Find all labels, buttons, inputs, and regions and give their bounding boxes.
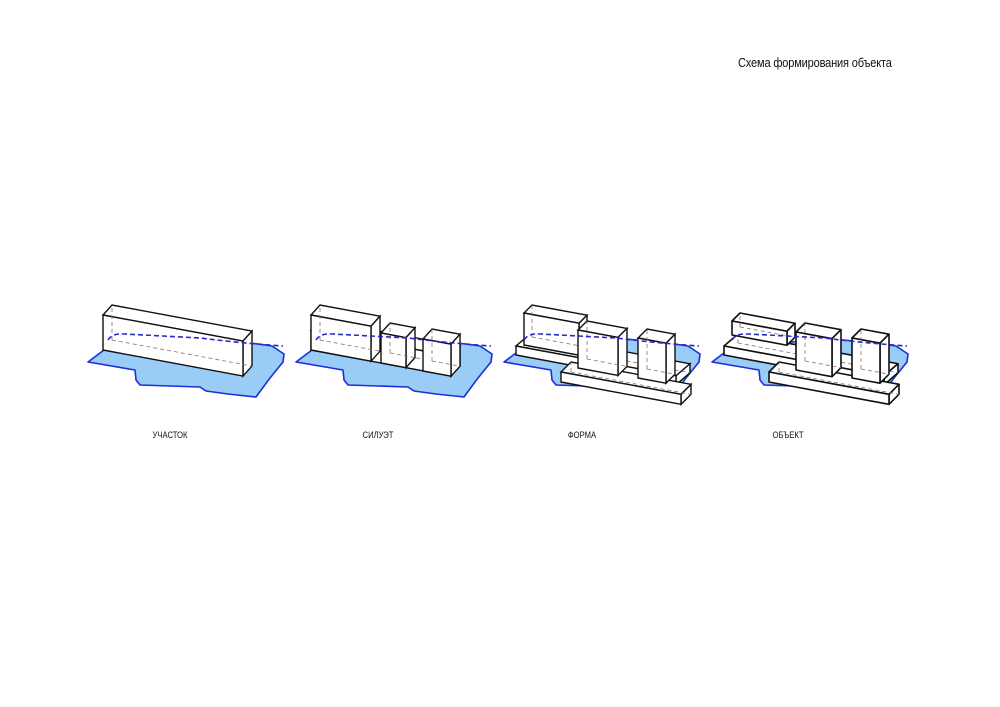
silhouette-dashed-line [523,333,700,347]
site-block-hidden-edge [111,339,253,367]
form-podium-front-front [560,371,682,406]
object-block-middle-hidden-edge [804,360,842,369]
object-block-left-hidden-edge [739,326,796,338]
stage-1-diagram [87,304,285,398]
form-block-middle-front [577,329,619,377]
form-block-left-hidden-edge [531,336,588,348]
site-block-front [102,314,244,377]
form-block-right-front [637,337,667,385]
diagram-title: Схема формирования объекта [738,55,892,70]
silhouette-dashed-line [315,333,492,347]
form-block-left-front [523,312,580,357]
object-block-middle-side [831,328,842,378]
object-podium-front-hidden-edge [778,371,900,395]
silhouette-tower-left-front [310,314,372,363]
silhouette-dashed-line [731,333,908,347]
object-podium-front-front [768,371,890,406]
object-block-right-side [879,333,890,385]
form-block-middle-side [617,326,628,378]
silhouette-tower-right-hidden-edge [431,360,461,367]
object-block-right-front [851,337,881,385]
silhouette-tower-right-front [422,338,452,378]
form-podium-front-hidden-edge [570,371,692,395]
form-block-right-hidden-edge [646,368,676,375]
silhouette-tower-left-hidden-edge [319,339,381,352]
stage-2-diagram [295,304,493,398]
stage-4-diagram [711,312,909,406]
stage-label-silhouette: СИЛУЭТ [362,430,394,440]
form-block-right-side [665,332,676,385]
stage-label-plot: УЧАСТОК [152,430,188,440]
object-block-right-hidden-edge [860,368,890,375]
stage-label-form: ФОРМА [567,430,597,440]
silhouette-tower-middle-hidden-edge [389,352,416,359]
silhouette-dashed-line [107,333,284,347]
stage-label-object: ОБЪЕКТ [772,430,804,440]
object-block-left-front [731,320,788,347]
stage-3-diagram [503,304,701,407]
